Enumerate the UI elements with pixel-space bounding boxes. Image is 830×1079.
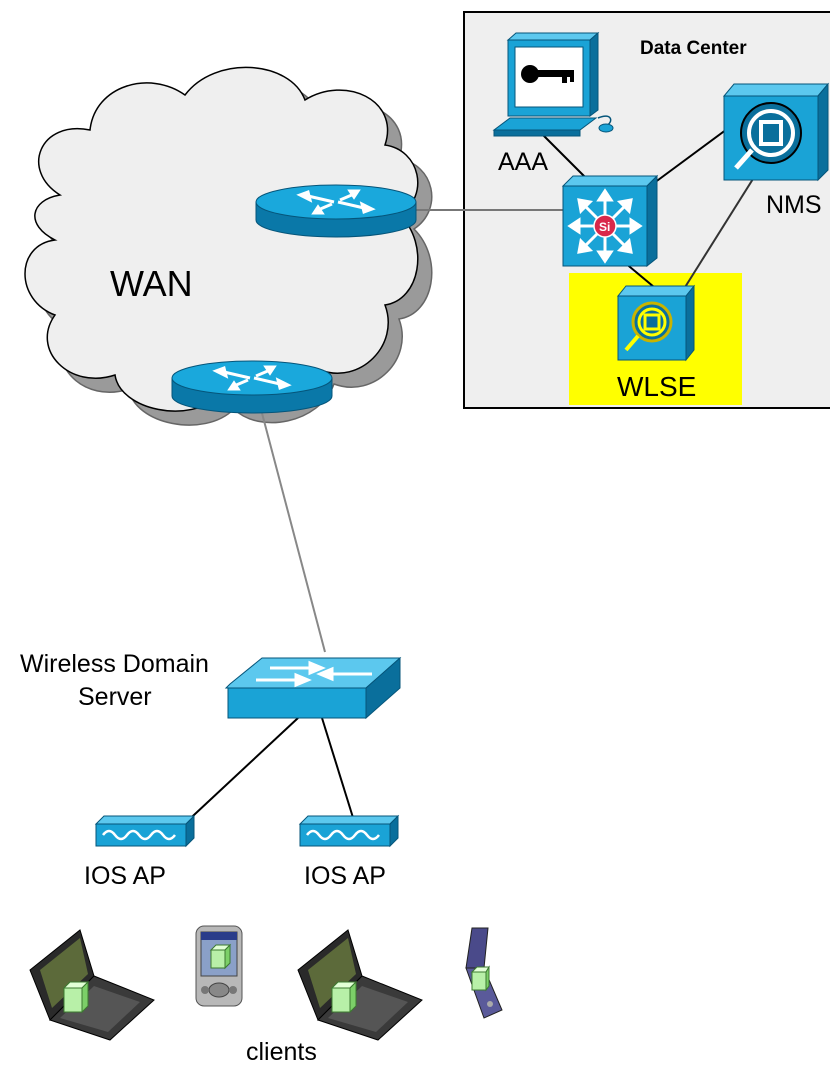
router-icon — [255, 184, 417, 238]
ap2-label: IOS AP — [304, 862, 386, 890]
link-router-to-wds — [257, 397, 326, 653]
access-point-icon: IOS AP — [84, 814, 196, 890]
nms-server-icon: NMS — [722, 82, 830, 219]
ap1-label: IOS AP — [84, 862, 166, 890]
mobile-phone-icon — [465, 927, 503, 1019]
pda-icon — [195, 925, 243, 1007]
wan-label: WAN — [110, 263, 193, 304]
nms-label: NMS — [766, 191, 822, 219]
link-wds-to-ap2 — [321, 717, 356, 825]
laptop-icon — [29, 929, 155, 1041]
wlse-label: WLSE — [617, 371, 696, 402]
workgroup-switch-icon: Wireless Domain Server — [20, 650, 402, 720]
wlse-appliance-icon: WLSE — [616, 284, 696, 402]
wan-cloud: WAN — [24, 66, 433, 426]
wds-label-line1: Wireless Domain — [20, 650, 209, 678]
svg-text:Si: Si — [599, 220, 610, 234]
wds-label-line2: Server — [78, 683, 152, 711]
data-center-title: Data Center — [640, 38, 747, 59]
link-wds-to-ap1 — [179, 717, 299, 829]
aaa-label: AAA — [498, 148, 548, 176]
clients-label: clients — [246, 1038, 317, 1066]
router-icon — [171, 360, 333, 414]
key-monitor-icon: AAA — [492, 31, 614, 176]
access-point-icon: IOS AP — [298, 814, 400, 890]
layer3-switch-icon: Si — [561, 174, 659, 268]
laptop-icon — [297, 929, 423, 1041]
